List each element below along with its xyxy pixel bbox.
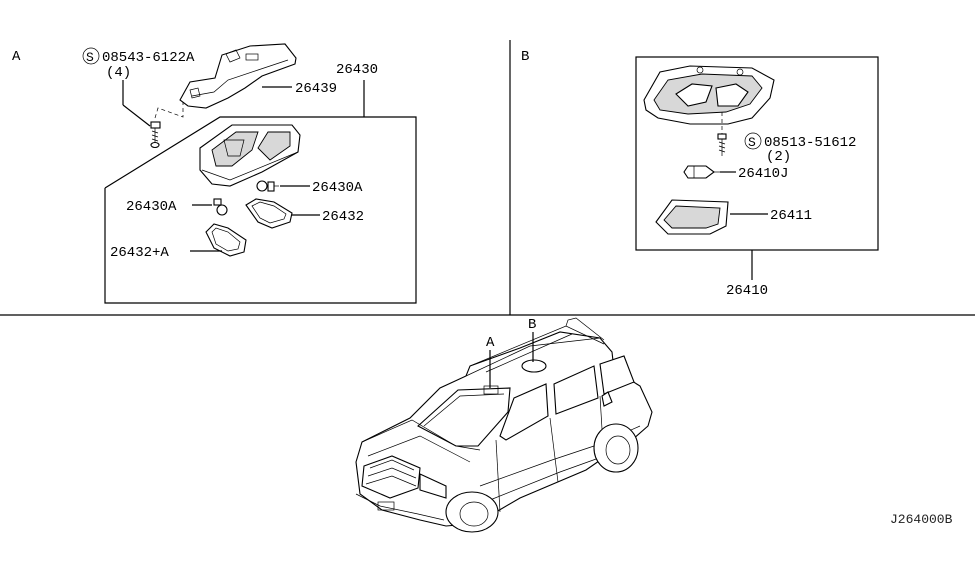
screw-leader-a-2 [122, 104, 151, 127]
lens-left-icon [205, 223, 247, 257]
assembly-a-box [104, 116, 417, 304]
lens-bracket-label[interactable]: 26439 [295, 81, 337, 97]
vehicle-illustration: A B [355, 317, 653, 533]
section-b: B S 08513-51612 (2) [521, 49, 879, 299]
bulb-right-label[interactable]: 26430A [312, 180, 363, 196]
vehicle-callout-b: B [528, 317, 536, 333]
assembly-b-label[interactable]: 26410 [726, 283, 768, 299]
assembly-a-label[interactable]: 26430 [336, 62, 378, 78]
section-a-letter: A [12, 49, 21, 65]
screw-code-b[interactable]: 08513-51612 [764, 135, 856, 151]
bulb-left-label[interactable]: 26430A [126, 199, 177, 215]
screw-qty-a: (4) [106, 65, 131, 81]
lens-right-icon [245, 198, 293, 229]
lamp-housing-b-icon [643, 65, 775, 125]
lens-b-label[interactable]: 26411 [770, 208, 812, 224]
lens-bracket-icon [179, 43, 297, 109]
screw-code-a[interactable]: 08543-6122A [102, 50, 195, 66]
screw-symbol-b: S [748, 135, 756, 150]
screw-icon-b [717, 133, 727, 156]
lens-left-label[interactable]: 26432+A [110, 245, 169, 261]
screw-symbol-a: S [86, 50, 94, 65]
vehicle-callout-a: A [486, 335, 495, 351]
bulb-b-label[interactable]: 26410J [738, 166, 788, 182]
section-b-letter: B [521, 49, 529, 65]
bulb-left-icon [213, 198, 228, 216]
lamp-housing-a-icon [199, 124, 301, 187]
screw-icon-a [150, 121, 161, 149]
lens-right-label[interactable]: 26432 [322, 209, 364, 225]
bulb-right-icon [256, 180, 279, 192]
diagram-code: J264000B [890, 512, 953, 527]
bulb-b-icon [683, 165, 720, 179]
lens-b-icon [655, 199, 729, 235]
screw-dashed-guide-a [154, 100, 184, 119]
screw-symbol-circle-a [82, 47, 100, 65]
screw-symbol-circle-b [744, 132, 762, 150]
assembly-b-box [635, 56, 879, 251]
section-a: A S 08543-6122A (4) 26439 26430 [12, 43, 417, 304]
screw-qty-b: (2) [766, 149, 791, 165]
